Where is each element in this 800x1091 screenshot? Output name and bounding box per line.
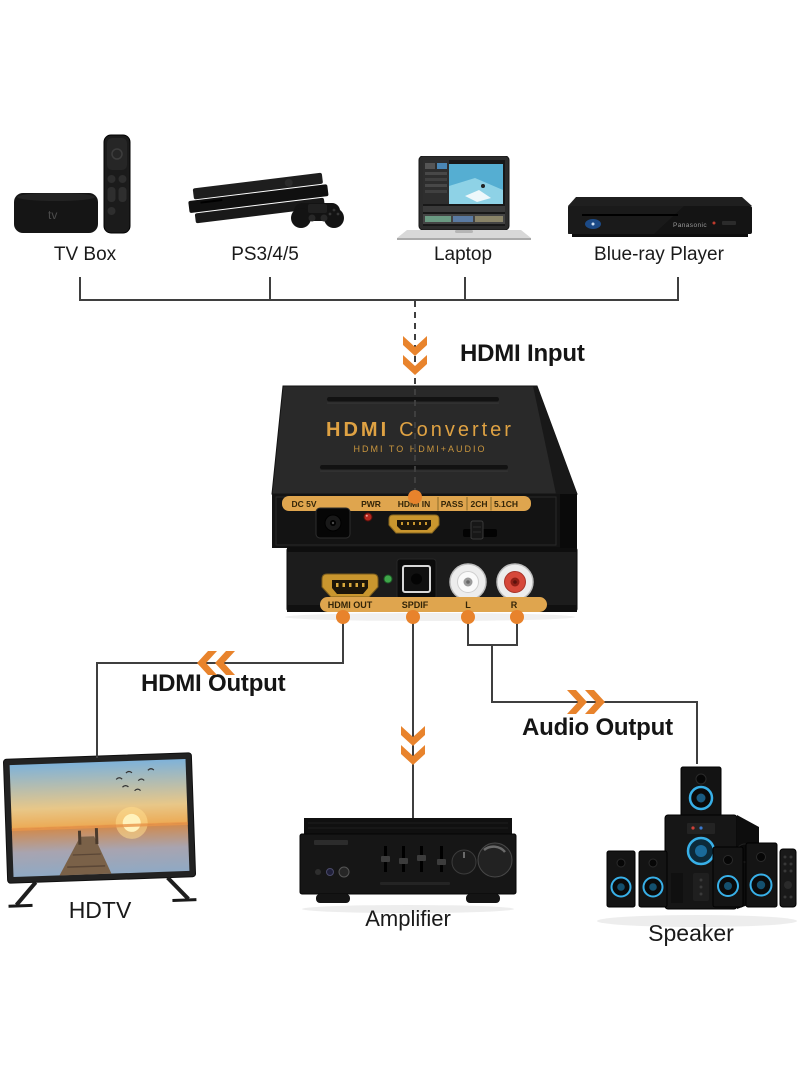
chevron-down-spdif-icon (401, 726, 425, 765)
dc-power-jack (315, 507, 351, 539)
speaker-label: Speaker (648, 920, 734, 946)
hdmi-output-line (96, 614, 344, 758)
tv-box-image: tv (14, 134, 131, 234)
back-port-strip (282, 496, 531, 511)
rca-right-port (496, 563, 534, 601)
speaker-remote (779, 848, 797, 908)
front-port-strip (320, 597, 547, 612)
hdmi-in-port (388, 514, 440, 534)
2ch-switch-label: 2CH (470, 499, 487, 509)
rca-right-connection-dot (510, 610, 524, 624)
source-bus-line (79, 277, 679, 301)
hdmi-out-connection-dot (336, 610, 350, 624)
rca-left-connection-dot (461, 610, 475, 624)
spdif-port (396, 558, 437, 600)
hdmi-in-port-label: HDMI IN (398, 499, 431, 509)
speaker-set-image (597, 766, 797, 927)
amplifier-image (299, 818, 517, 913)
bluray-player-image: Panasonic (568, 197, 752, 237)
hdmi-input-label: HDMI Input (460, 340, 585, 367)
chevron-right-audio-output-icon (567, 690, 605, 714)
ps-controller (291, 203, 344, 228)
hdmi-in-connection-dot (408, 490, 422, 504)
amplifier-label: Amplifier (365, 906, 451, 931)
tv-box-logo: tv (48, 208, 57, 222)
chevron-down-input-icon (403, 336, 427, 375)
laptop-label: Laptop (433, 244, 493, 265)
amplifier-sliders (381, 846, 446, 872)
pass-switch-label: PASS (441, 499, 464, 509)
converter-subtitle: HDMI TO HDMI+AUDIO (354, 444, 487, 454)
hdmi-out-port-label: HDMI OUT (328, 600, 373, 610)
spdif-connection-dot (406, 610, 420, 624)
power-led (363, 512, 373, 522)
chevron-left-hdmi-output-icon (197, 651, 235, 675)
5-1ch-switch-label: 5.1CH (494, 499, 518, 509)
rca-left-port (449, 563, 487, 601)
pwr-led-label: PWR (361, 499, 381, 509)
audio-output-line (491, 645, 698, 764)
rca-junction-line (467, 614, 518, 646)
satellite-speakers (606, 842, 778, 908)
ps-label: PS3/4/5 (231, 244, 299, 265)
bluray-label: Blue-ray Player (594, 244, 724, 265)
hdtv-image (3, 752, 197, 908)
rca-left-label: L (465, 600, 471, 610)
laptop-image (397, 156, 531, 240)
audio-output-label: Audio Output (522, 714, 673, 741)
dc5v-port-label: DC 5V (291, 499, 316, 509)
audio-mode-switch (463, 520, 497, 540)
rca-right-label: R (511, 600, 518, 610)
ps-console-image (188, 172, 344, 228)
tv-box-label: TV Box (53, 244, 117, 265)
signal-led (383, 574, 393, 584)
hdtv-label: HDTV (68, 897, 132, 923)
spdif-port-label: SPDIF (402, 600, 429, 610)
bluray-brand-text: Panasonic (673, 222, 707, 229)
